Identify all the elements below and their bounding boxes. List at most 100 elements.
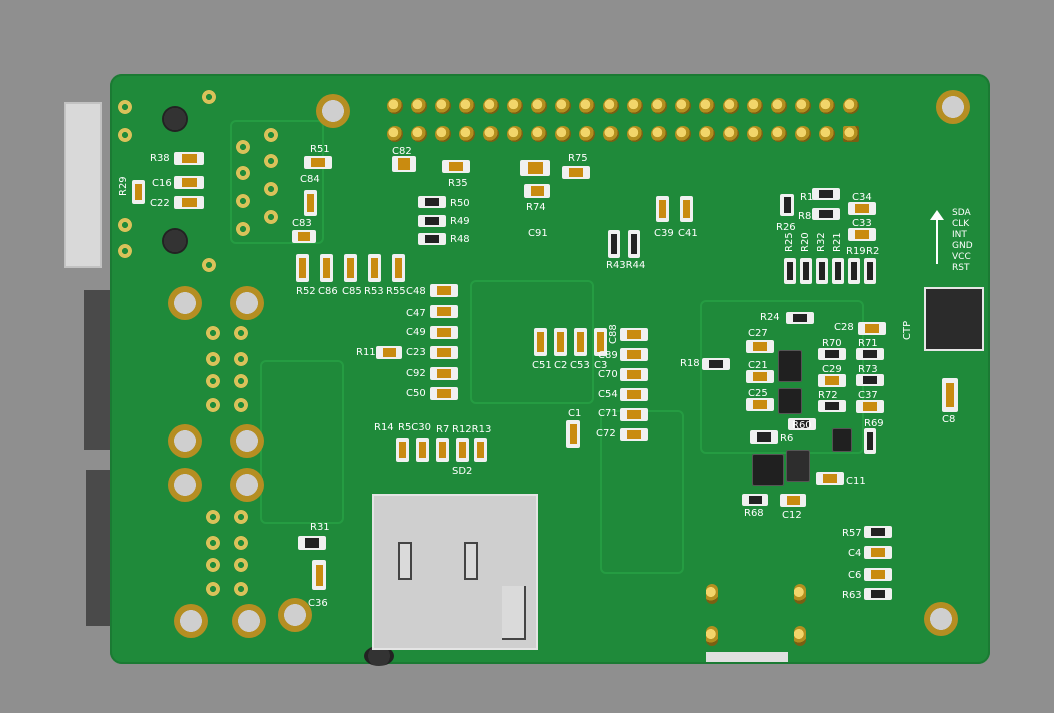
smd-component: [620, 408, 648, 421]
smd-component: [396, 438, 409, 462]
header-pin: [771, 126, 787, 142]
header-pin: [603, 126, 619, 142]
left-pin-header-connector: [64, 102, 102, 268]
ctp-pin-gnd: GND: [952, 241, 973, 251]
bottom-connector: [706, 652, 788, 662]
smd-component: [812, 188, 840, 200]
via: [234, 326, 248, 340]
sd-slot-spring: [502, 586, 526, 640]
smd-component: [430, 346, 458, 359]
smd-component: [416, 438, 429, 462]
silk-R49: R49: [450, 216, 470, 227]
via: [202, 90, 216, 104]
ctp-fpc-connector: [924, 287, 984, 351]
silk-C11: C11: [846, 476, 866, 487]
smd-component: [742, 494, 768, 506]
silk-SD2: SD2: [452, 466, 473, 477]
header-pin: [651, 98, 667, 114]
silk-C92: C92: [406, 368, 426, 379]
smd-component: [942, 378, 958, 412]
connector-hole: [232, 604, 266, 638]
silk-R29: R29: [118, 176, 129, 196]
smd-component: [418, 233, 446, 245]
smd-component: [566, 420, 580, 448]
via: [206, 582, 220, 596]
smd-component: [430, 367, 458, 380]
silk-R74: R74: [526, 202, 546, 213]
smd-component: [174, 196, 204, 209]
silk-C72: C72: [596, 428, 616, 439]
silk-C39: C39: [654, 228, 674, 239]
connector-hole: [168, 286, 202, 320]
via: [118, 100, 132, 114]
silk-C83: C83: [292, 218, 312, 229]
usb-pad: [706, 584, 718, 604]
header-pin: [531, 126, 547, 142]
via: [264, 210, 278, 224]
smd-component: [430, 284, 458, 297]
smd-component: [520, 160, 550, 176]
connector-hole: [168, 468, 202, 502]
smd-component: [456, 438, 469, 462]
silk-R63: R63: [842, 590, 862, 601]
ic-chip: [778, 388, 802, 414]
smd-component: [320, 254, 333, 282]
sd-card-slot: [372, 494, 538, 650]
header-pin: [507, 98, 523, 114]
header-pin: [483, 126, 499, 142]
smd-component: [818, 400, 846, 412]
header-pin: [459, 126, 475, 142]
silk-C70: C70: [598, 369, 618, 380]
silk-R6: R6: [780, 433, 794, 444]
silk-R18: R18: [680, 358, 700, 369]
header-pin: [675, 98, 691, 114]
trace: [230, 120, 324, 244]
smd-component: [430, 326, 458, 339]
usb-pad: [794, 626, 806, 646]
silk-C25: C25: [748, 388, 768, 399]
screw: [162, 106, 188, 132]
header-pin: [579, 126, 595, 142]
mounting-hole: [936, 90, 970, 124]
smd-component: [430, 305, 458, 318]
smd-component: [376, 346, 402, 359]
silk-R12R13: R12R13: [452, 424, 492, 435]
connector-hole: [174, 604, 208, 638]
silk-C88: C88: [608, 324, 619, 344]
silk-C51: C51: [532, 360, 552, 371]
ctp-pin-int: INT: [952, 230, 967, 240]
via: [206, 374, 220, 388]
via: [236, 194, 250, 208]
silk-C91: C91: [528, 228, 548, 239]
smd-component: [298, 536, 326, 550]
via: [236, 222, 250, 236]
header-pin: [579, 98, 595, 114]
smd-component: [474, 438, 487, 462]
smd-component: [430, 387, 458, 400]
smd-component: [620, 428, 648, 441]
mounting-hole: [924, 602, 958, 636]
smd-component: [746, 340, 774, 353]
silk-R2: R2: [866, 246, 880, 257]
via: [234, 536, 248, 550]
silk-C71: C71: [598, 408, 618, 419]
smd-component: [746, 370, 774, 383]
via: [236, 166, 250, 180]
via: [118, 218, 132, 232]
smd-component: [608, 230, 620, 258]
smd-component: [562, 166, 590, 179]
header-pin: [771, 98, 787, 114]
smd-component: [620, 348, 648, 361]
header-pin: [435, 98, 451, 114]
smd-component: [368, 254, 381, 282]
via: [206, 558, 220, 572]
silk-C8: C8: [942, 414, 956, 425]
header-pin: [819, 98, 835, 114]
silk-R51: R51: [310, 144, 330, 155]
smd-component: [746, 398, 774, 411]
via: [264, 182, 278, 196]
silk-R60: R60: [792, 420, 812, 431]
silk-C84: C84: [300, 174, 320, 185]
header-pin: [555, 98, 571, 114]
smd-component: [392, 254, 405, 282]
